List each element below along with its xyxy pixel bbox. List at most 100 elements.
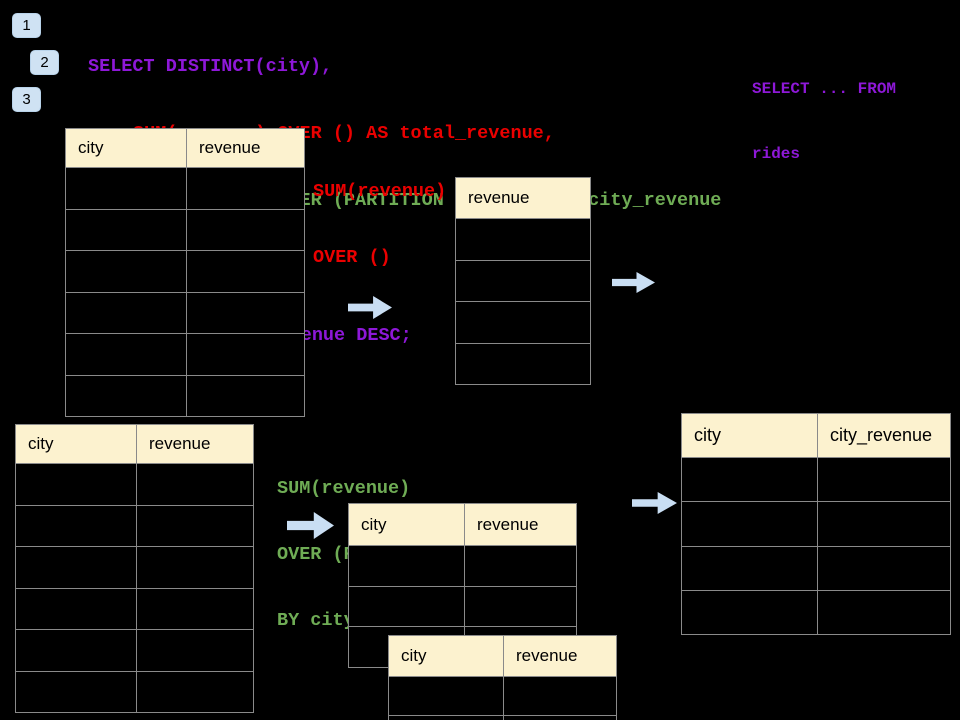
table-row [16,671,253,713]
table-header-row: city revenue [349,504,576,546]
table-row [16,630,253,672]
table-total-revenue-result: revenue [455,177,591,385]
table-row [66,292,304,334]
table-row [456,219,590,261]
table-cell [682,502,818,546]
table-row [682,590,950,634]
table-cell [187,210,304,251]
table-row [682,502,950,547]
step-badge-2: 2 [30,50,59,75]
table-row [682,546,950,591]
table-cell [465,587,576,627]
table-cell [16,671,137,712]
table-cell [818,502,950,545]
sql-line-select: SELECT DISTINCT(city), [88,55,333,77]
table-cell [456,261,590,302]
table-cell [137,506,253,547]
table-cell [818,591,950,634]
table-row [66,334,304,376]
table-cell [137,589,253,630]
table-cell [16,588,137,629]
step-badge-1: 1 [12,13,41,38]
table-header-row: city revenue [389,636,616,677]
column-header-city: city [389,636,504,676]
table-body [16,464,253,712]
table-cell [187,168,304,209]
column-header-revenue: revenue [149,434,211,453]
table-cell [187,334,304,375]
table-cell [504,716,616,720]
table-cell [66,168,187,209]
annotation-line: OVER () [313,247,391,268]
annotation-line: SUM(revenue) [313,181,447,202]
table-cell [389,677,504,715]
table-cell [16,547,137,588]
column-header-city: city [66,129,187,167]
table-header-row: revenue [456,178,590,219]
table-row [66,375,304,417]
table-row [66,168,304,210]
table-cell [187,251,304,292]
table-body [456,219,590,384]
table-final-result: city city_revenue [681,413,951,635]
step-badge-3: 3 [12,87,41,112]
table-source-bottom: city revenue [15,424,254,713]
table-cell [66,375,187,416]
table-row [16,547,253,589]
table-cell [456,344,590,385]
table-cell [66,209,187,250]
table-row [456,302,590,344]
table-header-row: city revenue [66,129,304,168]
table-cell [137,464,253,505]
sql-summary-line: rides [752,144,801,163]
total-revenue-annotation: SUM(revenue) OVER () [313,137,446,313]
table-cell [682,546,818,590]
table-body [389,677,616,720]
table-cell [66,292,187,333]
table-cell [818,458,950,501]
column-header-city-revenue: city_revenue [830,425,933,445]
column-header-revenue: revenue [516,646,578,665]
table-cell [66,334,187,375]
column-header-city: city [349,504,465,545]
table-cell [137,672,253,713]
column-header-revenue: revenue [468,188,530,207]
table-cell [465,546,576,586]
table-row [16,505,253,547]
column-header-revenue: revenue [477,514,539,534]
table-row [389,715,616,720]
table-cell [682,458,818,502]
table-cell [349,546,465,586]
table-cell [456,302,590,343]
table-row [349,546,576,587]
table-row [389,677,616,716]
table-cell [137,547,253,588]
table-row [66,251,304,293]
table-source-top: city revenue [65,128,305,417]
table-header-row: city city_revenue [682,414,950,458]
table-row [349,586,576,628]
table-cell [456,219,590,260]
table-row [456,344,590,385]
sql-summary-note: SELECT ... FROM rides [752,36,896,208]
table-cell [16,464,137,505]
table-cell [187,293,304,334]
table-row [16,588,253,630]
table-row [66,209,304,251]
table-cell [818,547,950,590]
table-row [456,261,590,302]
table-cell [66,251,187,292]
flow-arrow-icon [632,492,677,514]
table-body [682,458,950,634]
column-header-revenue: revenue [199,138,261,157]
table-body [66,168,304,416]
table-cell [389,715,504,720]
table-cell [16,630,137,671]
table-partition-result-overlay: city revenue [388,635,617,720]
table-header-row: city revenue [16,425,253,464]
sql-summary-line: SELECT ... FROM [752,80,897,98]
table-cell [187,376,304,417]
annotation-line: SUM(revenue) [277,478,411,499]
table-row [16,464,253,506]
